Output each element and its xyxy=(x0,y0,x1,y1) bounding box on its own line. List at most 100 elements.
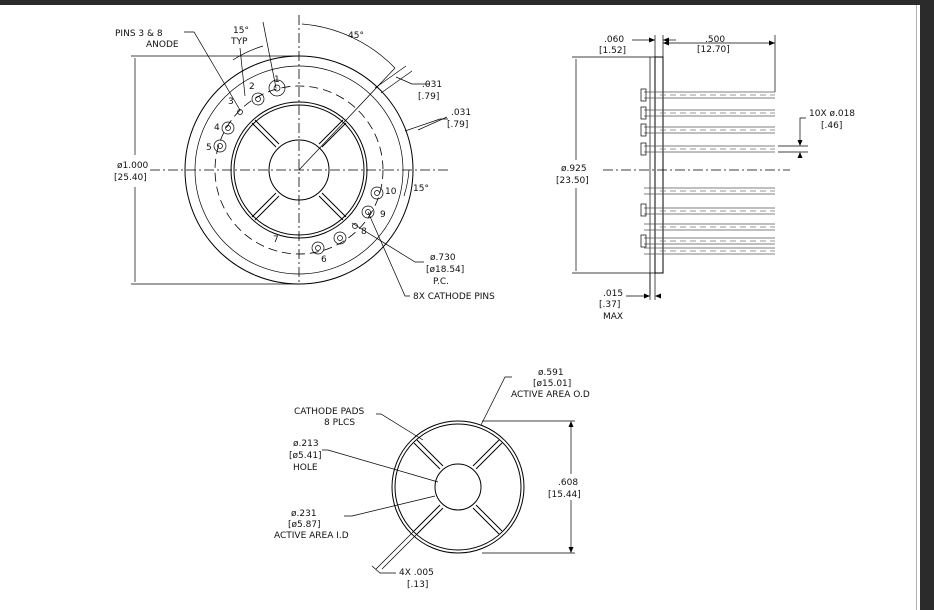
pin-5-core xyxy=(217,143,223,149)
pin-number-9: 9 xyxy=(380,210,386,220)
dim-031-extension xyxy=(374,65,407,89)
detail-gap xyxy=(475,504,503,532)
quadrant-gap xyxy=(254,195,280,221)
pin-2-core xyxy=(255,96,261,102)
pin-9-core xyxy=(365,209,371,215)
sheet-edge-line xyxy=(916,5,917,610)
dim-608-mm: [15.44] xyxy=(548,490,581,500)
flange-inner-circle xyxy=(194,65,404,275)
area-id-mm: [ø5.87] xyxy=(288,520,321,530)
pin-6 xyxy=(311,241,325,255)
pin-tab xyxy=(640,234,647,248)
area-id: ø.231 xyxy=(291,509,317,519)
dim-031-b-mm: [.79] xyxy=(447,120,468,130)
pc-dia: ø.730 xyxy=(430,253,456,263)
quadrant-gap xyxy=(251,122,277,148)
area-od: ø.591 xyxy=(538,368,564,378)
quadrant-gap xyxy=(321,192,347,218)
angle-15-label: 15° xyxy=(233,26,249,36)
hole-dia: ø.213 xyxy=(293,439,319,449)
dia-925-mm: [23.50] xyxy=(556,176,589,186)
hole-label: HOLE xyxy=(293,463,318,473)
dim-031-a-leader xyxy=(395,76,430,85)
dim-031-extension xyxy=(380,70,413,94)
plcs-label: 8 PLCS xyxy=(324,418,355,428)
area-id-label: ACTIVE AREA I.D xyxy=(274,531,349,541)
pin-9 xyxy=(361,205,375,219)
detail-gap xyxy=(416,439,444,467)
max-label: MAX xyxy=(603,312,623,322)
dim-060-mm: [1.52] xyxy=(599,46,626,56)
detail-gap xyxy=(416,507,444,535)
pin-7-core xyxy=(337,235,343,241)
detail-hole xyxy=(434,463,482,511)
pin-number-1: 1 xyxy=(274,75,280,85)
typ-label: TYP xyxy=(230,37,248,47)
dim-031-b-leader xyxy=(404,118,448,132)
dim-500-mm: [12.70] xyxy=(697,45,730,55)
dia-1000: ø1.000 xyxy=(117,161,149,171)
gap-dim-mm: [.13] xyxy=(407,580,428,590)
pin-circle xyxy=(214,85,384,255)
pin-2 xyxy=(251,92,265,106)
pin-5 xyxy=(213,139,227,153)
quadrant-gap xyxy=(318,119,344,145)
dim-031-a-mm: [.79] xyxy=(418,92,439,102)
detail-outer-circle xyxy=(391,420,525,554)
dim-015: .015 xyxy=(603,289,623,299)
dim-015-mm: [.37] xyxy=(599,300,620,310)
angle-15b-arc xyxy=(403,169,410,197)
dim-500: .500 xyxy=(705,35,725,45)
cathode-pins-label: 8X CATHODE PINS xyxy=(413,292,495,302)
pin-number-3: 3 xyxy=(228,97,234,107)
detail-gap xyxy=(472,507,500,535)
gap-dim: 4X .005 xyxy=(399,568,434,578)
quadrant-gap xyxy=(251,192,277,218)
arrowhead xyxy=(649,37,655,43)
detail-view: ø.591 [ø15.01] ACTIVE AREA O.D CATHODE P… xyxy=(274,368,590,590)
front-view: 1 2 3 4 5 6 7 8 9 10 PINS 3 & 8 ANODE 15… xyxy=(114,15,495,302)
pin-number-10: 10 xyxy=(385,187,397,197)
arrowhead xyxy=(655,293,661,299)
45-degree-line xyxy=(298,67,396,171)
arrowhead xyxy=(663,40,669,46)
pin-7 xyxy=(333,231,347,245)
quadrant-gap xyxy=(321,122,347,148)
pin-tab xyxy=(640,142,647,156)
pc-dia-mm: [ø18.54] xyxy=(426,265,464,275)
active-area-outer-inner xyxy=(233,104,365,236)
area-od-label: ACTIVE AREA O.D xyxy=(511,390,590,400)
pin-dia-mm: [.46] xyxy=(821,121,842,131)
detail-gap xyxy=(475,442,503,470)
center-hole xyxy=(268,139,330,201)
pc-leader xyxy=(351,222,424,263)
pin-number-2: 2 xyxy=(249,82,255,92)
arrowhead xyxy=(568,421,574,427)
pin-1-core xyxy=(273,84,281,92)
detail-gap xyxy=(413,504,441,532)
dim-608: .608 xyxy=(558,478,578,488)
dim-060: .060 xyxy=(604,35,624,45)
dia-1000-mm: [25.40] xyxy=(114,173,147,183)
window-right-border xyxy=(920,0,934,610)
arrowhead xyxy=(797,152,803,158)
angle-45-label: 45° xyxy=(348,31,364,41)
angle-15-arc xyxy=(232,45,264,61)
anode-label: ANODE xyxy=(146,40,179,50)
pin-tab xyxy=(640,123,647,137)
cathode-pads-label: CATHODE PADS xyxy=(294,407,365,417)
arrowhead xyxy=(769,40,775,46)
hole-dia-mm: [ø5.41] xyxy=(289,451,322,461)
area-id-leader xyxy=(344,495,436,517)
pin-dia: 10X ø.018 xyxy=(809,109,855,119)
gap-leader xyxy=(381,533,418,570)
dim-031-b: .031 xyxy=(451,108,471,118)
arrowhead xyxy=(644,293,650,299)
arrowhead xyxy=(797,140,803,146)
pin-tab xyxy=(640,88,647,102)
pin-10 xyxy=(370,186,384,200)
angle-15b-label: 15° xyxy=(413,184,429,194)
dim-031-a: .031 xyxy=(422,80,442,90)
active-area-outer xyxy=(230,101,368,239)
